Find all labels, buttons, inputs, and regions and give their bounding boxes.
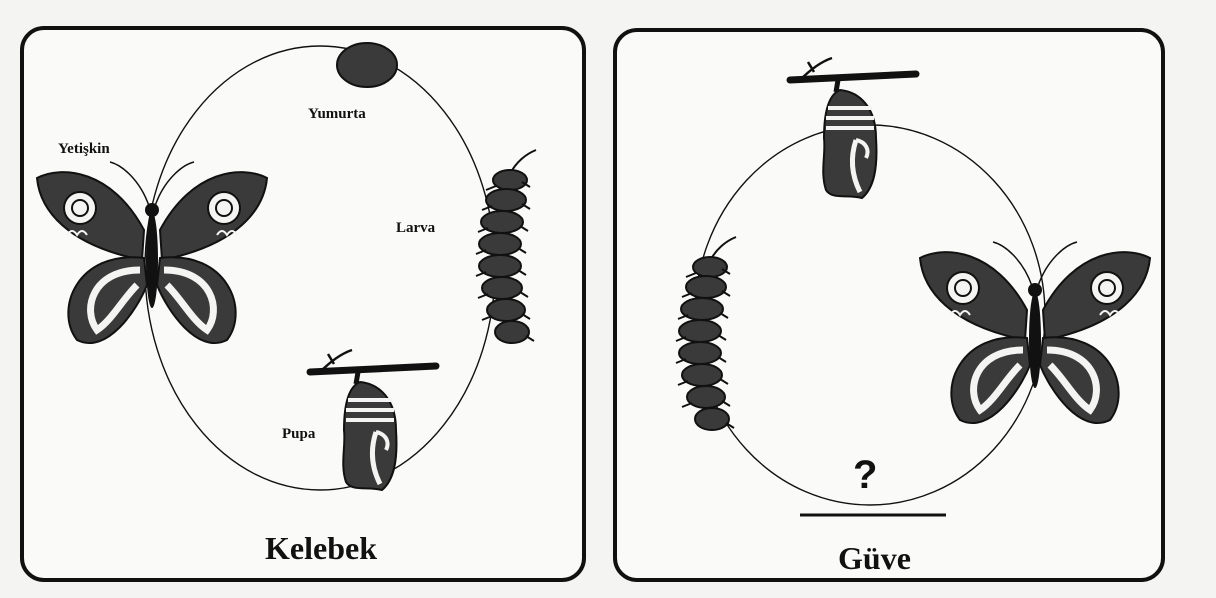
stage-label-egg: Yumurta (308, 106, 366, 123)
panel-title-moth: Güve (838, 540, 911, 577)
stage-label-pupa: Pupa (282, 426, 315, 443)
egg-icon (337, 43, 397, 87)
panel-title-butterfly: Kelebek (265, 530, 377, 567)
stage-label-adult: Yetişkin (58, 141, 110, 158)
stage-label-larva: Larva (396, 220, 435, 237)
missing-stage-mark: ? (853, 453, 877, 498)
